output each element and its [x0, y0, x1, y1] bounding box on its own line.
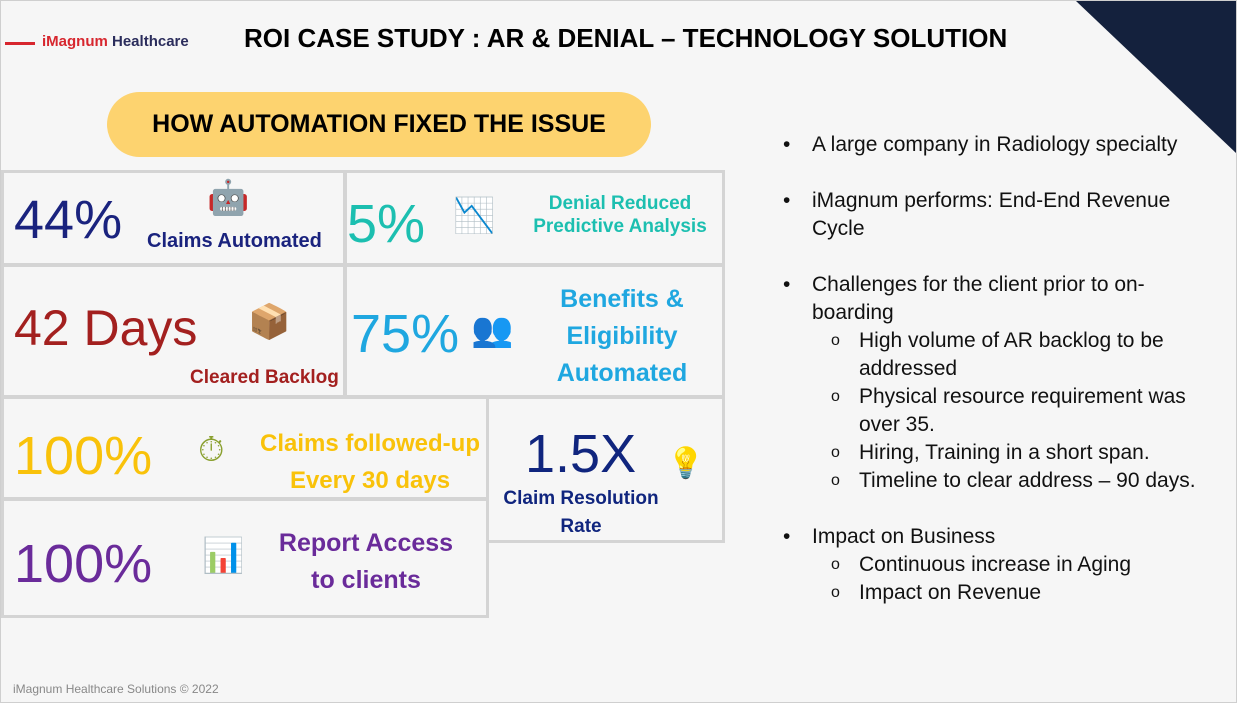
stat-value: 75%	[351, 304, 460, 364]
case-details-list: A large company in Radiology specialty i…	[783, 131, 1223, 607]
stat-card-denial-reduced: 5% 📉 Denial Reduced Predictive Analysis	[344, 170, 725, 266]
stat-card-claims-automated: 44% 🤖 Claims Automated	[1, 170, 346, 266]
stat-value: 100%	[14, 426, 153, 486]
report-chart-icon: 📊	[202, 537, 245, 575]
stat-value: 5%	[347, 194, 426, 254]
stat-value: 100%	[14, 534, 153, 594]
process-idea-icon: 💡	[667, 447, 705, 480]
bar-chart-down-icon: 📉	[453, 197, 496, 235]
stat-label: Denial Reduced Predictive Analysis	[533, 193, 707, 237]
server-box-icon: 📦	[248, 303, 291, 341]
sub-bullet-item: Impact on Revenue	[783, 579, 1223, 607]
spacer	[783, 495, 1223, 523]
bullet-item: A large company in Radiology specialty	[783, 131, 1223, 159]
stat-label: Claim Resolution Rate	[503, 488, 659, 537]
stat-card-claims-followed-up: 100% ⏱ Claims followed-up Every 30 days	[1, 396, 489, 500]
stat-card-claim-resolution: 1.5X 💡 Claim Resolution Rate	[486, 396, 725, 543]
spacer	[783, 243, 1223, 271]
stat-card-report-access: 100% 📊 Report Access to clients	[1, 498, 489, 618]
sub-bullet-item: High volume of AR backlog to be addresse…	[783, 327, 1223, 383]
stat-value: 44%	[14, 190, 123, 250]
stopwatch-icon: ⏱	[198, 431, 225, 469]
stat-value: 1.5X	[525, 424, 637, 484]
footer-copyright: iMagnum Healthcare Solutions © 2022	[13, 682, 219, 696]
bullet-item: iMagnum performs: End-End Revenue Cycle	[783, 187, 1223, 243]
people-group-icon: 👥	[471, 311, 514, 349]
stat-card-benefits-eligibility: 75% 👥 Benefits & Eligibility Automated	[344, 264, 725, 398]
stat-value: 42 Days	[14, 300, 198, 356]
section-banner: HOW AUTOMATION FIXED THE ISSUE	[107, 92, 651, 157]
stat-label: Cleared Backlog	[190, 367, 339, 388]
logo-red: iMagnum	[42, 33, 108, 50]
page-title: ROI CASE STUDY : AR & DENIAL – TECHNOLOG…	[244, 23, 1008, 53]
sub-bullet-item: Continuous increase in Aging	[783, 551, 1223, 579]
bullet-item: Impact on Business	[783, 523, 1223, 551]
logo-line	[5, 42, 35, 45]
robot-icon: 🤖	[207, 179, 250, 217]
logo: iMagnum Healthcare	[42, 33, 189, 50]
stat-label: Report Access to clients	[278, 529, 454, 594]
stat-label: Claims followed-up Every 30 days	[259, 430, 480, 494]
bullet-item: Challenges for the client prior to on-bo…	[783, 271, 1223, 327]
spacer	[783, 159, 1223, 187]
logo-blue: Healthcare	[107, 33, 189, 50]
stat-label: Benefits & Eligibility Automated	[556, 285, 688, 387]
sub-bullet-item: Hiring, Training in a short span.	[783, 439, 1223, 467]
stat-card-cleared-backlog: 42 Days 📦 Cleared Backlog	[1, 264, 346, 398]
sub-bullet-item: Physical resource requirement was over 3…	[783, 383, 1223, 439]
stat-label: Claims Automated	[147, 230, 322, 252]
sub-bullet-item: Timeline to clear address – 90 days.	[783, 467, 1223, 495]
